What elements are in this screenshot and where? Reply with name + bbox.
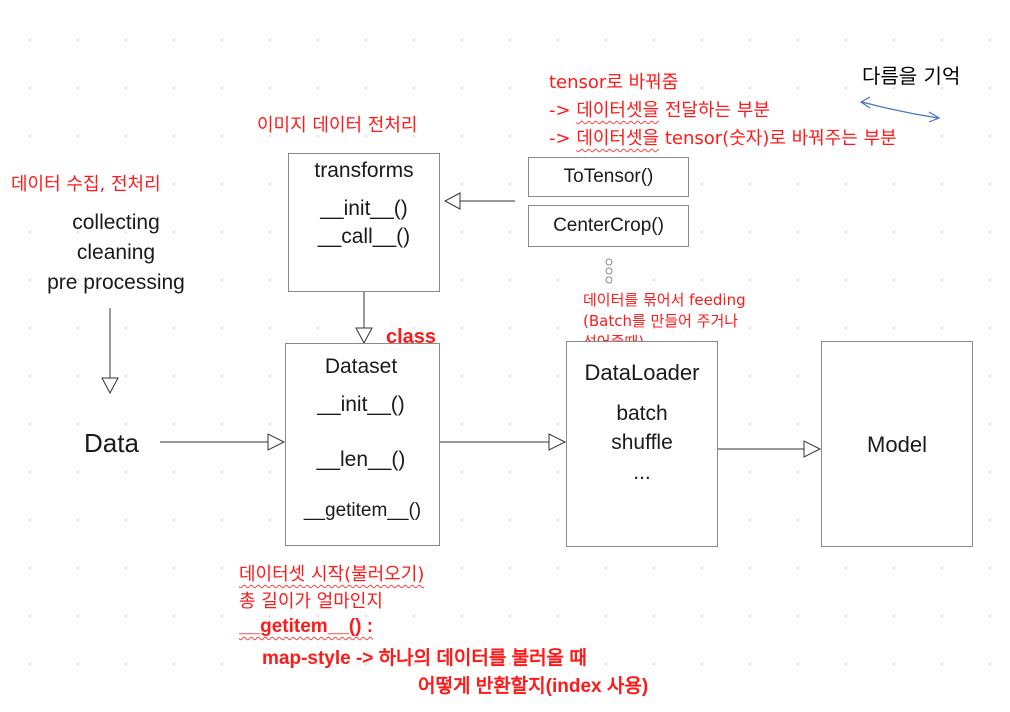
class-label: class <box>386 326 437 348</box>
dataloader-ellipsis: ... <box>633 461 651 484</box>
batch-note-line2: (Batch를 만들어 주거나 <box>583 312 739 330</box>
dataset-init-method: __init__() <box>317 393 405 416</box>
data-label: Data <box>84 428 139 458</box>
totensor-box[interactable]: ToTensor() <box>528 157 689 197</box>
centercrop-box[interactable]: CenterCrop() <box>528 205 689 247</box>
collecting-step-2: cleaning <box>76 241 156 264</box>
collecting-step-3: pre processing <box>47 271 185 294</box>
arrow-dataset-to-dataloader <box>440 433 567 451</box>
tensor-note-line2-rest: tensor(숫자)로 바꿔주는 부분 <box>659 128 897 149</box>
tensor-note-line1-prefix: -> <box>549 100 577 121</box>
centercrop-label: CenterCrop() <box>553 215 664 236</box>
tensor-note-title: tensor로 바꿔줌 <box>549 72 679 93</box>
getitem-note-line1: map-style -> 하나의 데이터를 불러올 때 <box>262 648 587 669</box>
transforms-init-method: __init__() <box>320 197 408 220</box>
ellipsis-vertical-dots <box>605 258 613 284</box>
model-box[interactable]: Model <box>821 341 973 547</box>
dataset-start-text: 데이터셋 시작(불러오기) <box>239 564 425 585</box>
transforms-title: transforms <box>314 159 414 182</box>
tensor-note-line1: -> 데이터셋을 전달하는 부분 <box>549 96 770 122</box>
arrow-data-to-dataset <box>160 433 286 451</box>
getitem-note-title-text: __getitem__() : <box>239 616 374 637</box>
collecting-steps: collecting cleaning pre processing <box>28 208 204 298</box>
dataloader-box[interactable]: DataLoader batch shuffle ... <box>566 341 718 547</box>
dataloader-batch: batch <box>616 402 668 425</box>
dataset-len-method: __len__() <box>316 448 406 471</box>
dataset-start-note: 데이터셋 시작(불러오기) <box>239 560 424 586</box>
dataset-box[interactable]: Dataset __init__() __len__() __getitem__… <box>285 343 440 546</box>
getitem-note-title: __getitem__() : <box>239 616 373 638</box>
tensor-note-line2-prefix: -> <box>549 128 577 149</box>
totensor-label: ToTensor() <box>563 166 654 187</box>
collecting-step-1: collecting <box>72 211 160 234</box>
dataloader-shuffle: shuffle <box>611 431 673 454</box>
arrow-totensor-to-transforms <box>443 192 515 210</box>
total-length-note: 총 길이가 얼마인지 <box>239 591 383 612</box>
arrow-transforms-to-dataset <box>355 291 373 345</box>
transforms-call-method: __call__() <box>317 225 411 248</box>
tensor-note-line1-underlined: 데이터셋을 <box>576 100 660 121</box>
blue-double-arrow <box>859 96 941 123</box>
batch-note-line1: 데이터를 묶어서 feeding <box>583 291 746 309</box>
remember-note: 다름을 기억 <box>862 64 961 88</box>
arrow-collecting-to-data <box>101 308 119 395</box>
collect-preprocess-label: 데이터 수집, 전처리 <box>11 174 161 195</box>
getitem-note-line2: 어떻게 반환할지(index 사용) <box>418 676 649 697</box>
dataloader-title: DataLoader <box>584 360 700 385</box>
tensor-note-line2-underlined: 데이터셋을 <box>576 128 660 149</box>
dataset-title: Dataset <box>324 355 398 378</box>
dataset-getitem-method: __getitem__() <box>303 500 422 521</box>
tensor-note-line1-rest: 전달하는 부분 <box>659 100 770 121</box>
image-preprocess-label: 이미지 데이터 전처리 <box>257 115 418 136</box>
transforms-box[interactable]: transforms __init__() __call__() <box>288 153 440 292</box>
arrow-dataloader-to-model <box>718 440 822 458</box>
model-label: Model <box>867 432 927 457</box>
tensor-note-line2: -> 데이터셋을 tensor(숫자)로 바꿔주는 부분 <box>549 124 897 150</box>
